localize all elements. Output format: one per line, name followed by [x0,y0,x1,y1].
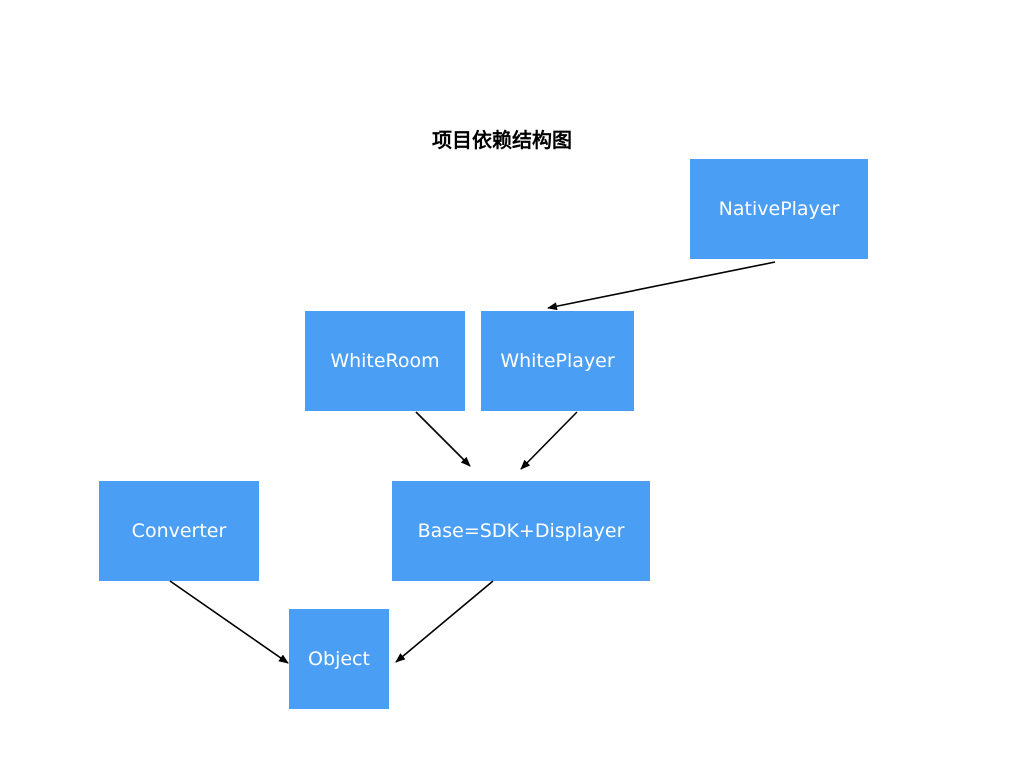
node-label: Base=SDK+Displayer [417,520,625,542]
node-whiteplayer: WhitePlayer [481,311,634,411]
node-object: Object [289,609,389,709]
diagram-title: 项目依赖结构图 [432,128,572,152]
node-nativeplayer: NativePlayer [690,159,868,259]
arrow-base-to-object [395,580,494,663]
node-label: WhiteRoom [330,350,440,372]
node-label: Object [308,648,370,670]
arrow-whiteroom-to-base [415,411,471,467]
arrow-nativeplayer-to-whiteplayer [547,261,776,311]
node-whiteroom: WhiteRoom [305,311,465,411]
node-converter: Converter [99,481,259,581]
node-base: Base=SDK+Displayer [392,481,650,581]
arrow-converter-to-object [169,580,289,664]
arrow-whiteplayer-to-base [520,411,578,470]
node-label: Converter [131,520,227,542]
node-label: WhitePlayer [500,350,615,372]
node-label: NativePlayer [718,198,840,220]
